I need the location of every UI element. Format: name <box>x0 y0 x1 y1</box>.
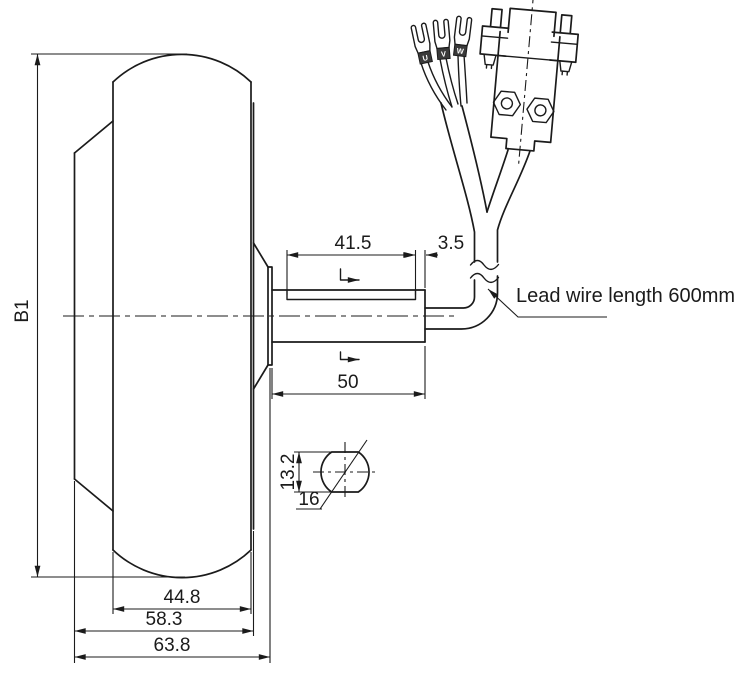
fork-w-prongs <box>453 15 473 47</box>
connector-ear-right <box>548 31 580 64</box>
lead-wire-callout: Lead wire length 600mm <box>487 285 735 318</box>
dimension-rim-width: 44.8 <box>112 552 252 614</box>
shaft-section-detail: 13.2 16 <box>278 439 378 510</box>
tire-left-bottom-chamfer <box>73 478 114 512</box>
view-arrow-bottom <box>339 351 360 363</box>
wire-w-right <box>463 54 468 104</box>
connector-cap <box>507 7 557 38</box>
dimension-flat-to-end: 3.5 <box>394 233 464 288</box>
branch-left-inner <box>461 105 488 213</box>
hub-flange <box>252 242 273 390</box>
terminal-w-label: W <box>456 46 465 56</box>
connector-screw-left <box>483 53 497 70</box>
dimension-b1: B1 <box>12 53 187 578</box>
connector-pin-left <box>489 7 503 29</box>
cable-outer-edge <box>424 275 499 330</box>
fork-u-prongs <box>410 22 431 54</box>
lead-wire-text: Lead wire length 600mm <box>516 285 735 307</box>
b1-dim-text: B1 <box>12 299 33 322</box>
terminal-v-label: V <box>441 49 447 58</box>
dimension-overall-width: 63.8 <box>74 368 271 663</box>
wire-w-left <box>457 55 462 107</box>
end-dim-text: 3.5 <box>438 233 464 254</box>
hub-bottom-cone <box>252 364 269 390</box>
hex-right-hole <box>534 104 547 117</box>
connector-body <box>490 30 561 152</box>
flange-face <box>267 266 273 366</box>
terminal-u-label: U <box>422 53 429 63</box>
tire-dim-text: 58.3 <box>146 609 183 630</box>
lead-wire-leader <box>487 288 607 318</box>
connector-hex-nut-right <box>526 97 555 124</box>
af-dim-text: 13.2 <box>278 454 299 491</box>
tire-bottom-arc <box>112 549 252 579</box>
tire-top-arc <box>112 53 252 83</box>
hex-right <box>526 97 555 124</box>
connector-pin-right <box>559 14 573 35</box>
branch-right-inner <box>486 149 509 213</box>
flat-dim-text: 41.5 <box>335 233 372 254</box>
connector-centerline <box>517 0 535 168</box>
rim-dim-text: 44.8 <box>164 587 201 608</box>
connector-ear-left <box>479 25 510 58</box>
phase-wires <box>420 54 468 111</box>
connector-hex-nut-left <box>492 90 522 117</box>
connector-body-step <box>497 54 559 62</box>
cable-inner-edge <box>424 279 476 309</box>
connector-screw-right <box>559 60 573 76</box>
hub-top-cone <box>252 242 269 268</box>
tire-left-top-chamfer <box>73 120 114 154</box>
fork-v-barrel <box>436 46 451 61</box>
wire-v-right <box>445 57 459 105</box>
overall-dim-text: 63.8 <box>154 635 191 656</box>
dimension-flat-length: 41.5 <box>286 233 417 295</box>
wire-u-right <box>427 61 453 108</box>
connector-ear-left-line <box>480 35 509 39</box>
hall-connector <box>479 0 580 168</box>
wire-u-left <box>420 62 447 111</box>
cable-break-wave-bottom <box>469 272 500 284</box>
dimension-tire-width: 58.3 <box>73 481 255 663</box>
wire-v-left <box>439 58 453 108</box>
fork-u-barrel <box>417 50 433 65</box>
fork-terminal-u: U <box>410 22 433 65</box>
dia-leader <box>319 439 368 510</box>
shaft-flat-edge <box>286 289 417 301</box>
hex-left-hole <box>500 97 514 110</box>
fork-terminal-w: W <box>452 15 473 58</box>
dia-dim-text: 16 <box>298 489 319 510</box>
section-shape <box>320 451 370 493</box>
view-arrow-top <box>339 268 360 283</box>
fork-terminal-v: V <box>432 18 451 61</box>
connector-ear-right-line <box>550 41 579 46</box>
branch-left-outer <box>440 102 476 263</box>
branch-right-outer <box>496 150 531 263</box>
dimension-shaft-length: 50 <box>271 346 426 399</box>
fork-w-barrel <box>452 43 468 58</box>
hex-left <box>492 90 522 117</box>
shaft50-dim-text: 50 <box>337 372 358 393</box>
flat-view-arrows <box>339 268 360 363</box>
lead-cable <box>424 102 531 330</box>
fork-v-prongs <box>432 18 451 50</box>
